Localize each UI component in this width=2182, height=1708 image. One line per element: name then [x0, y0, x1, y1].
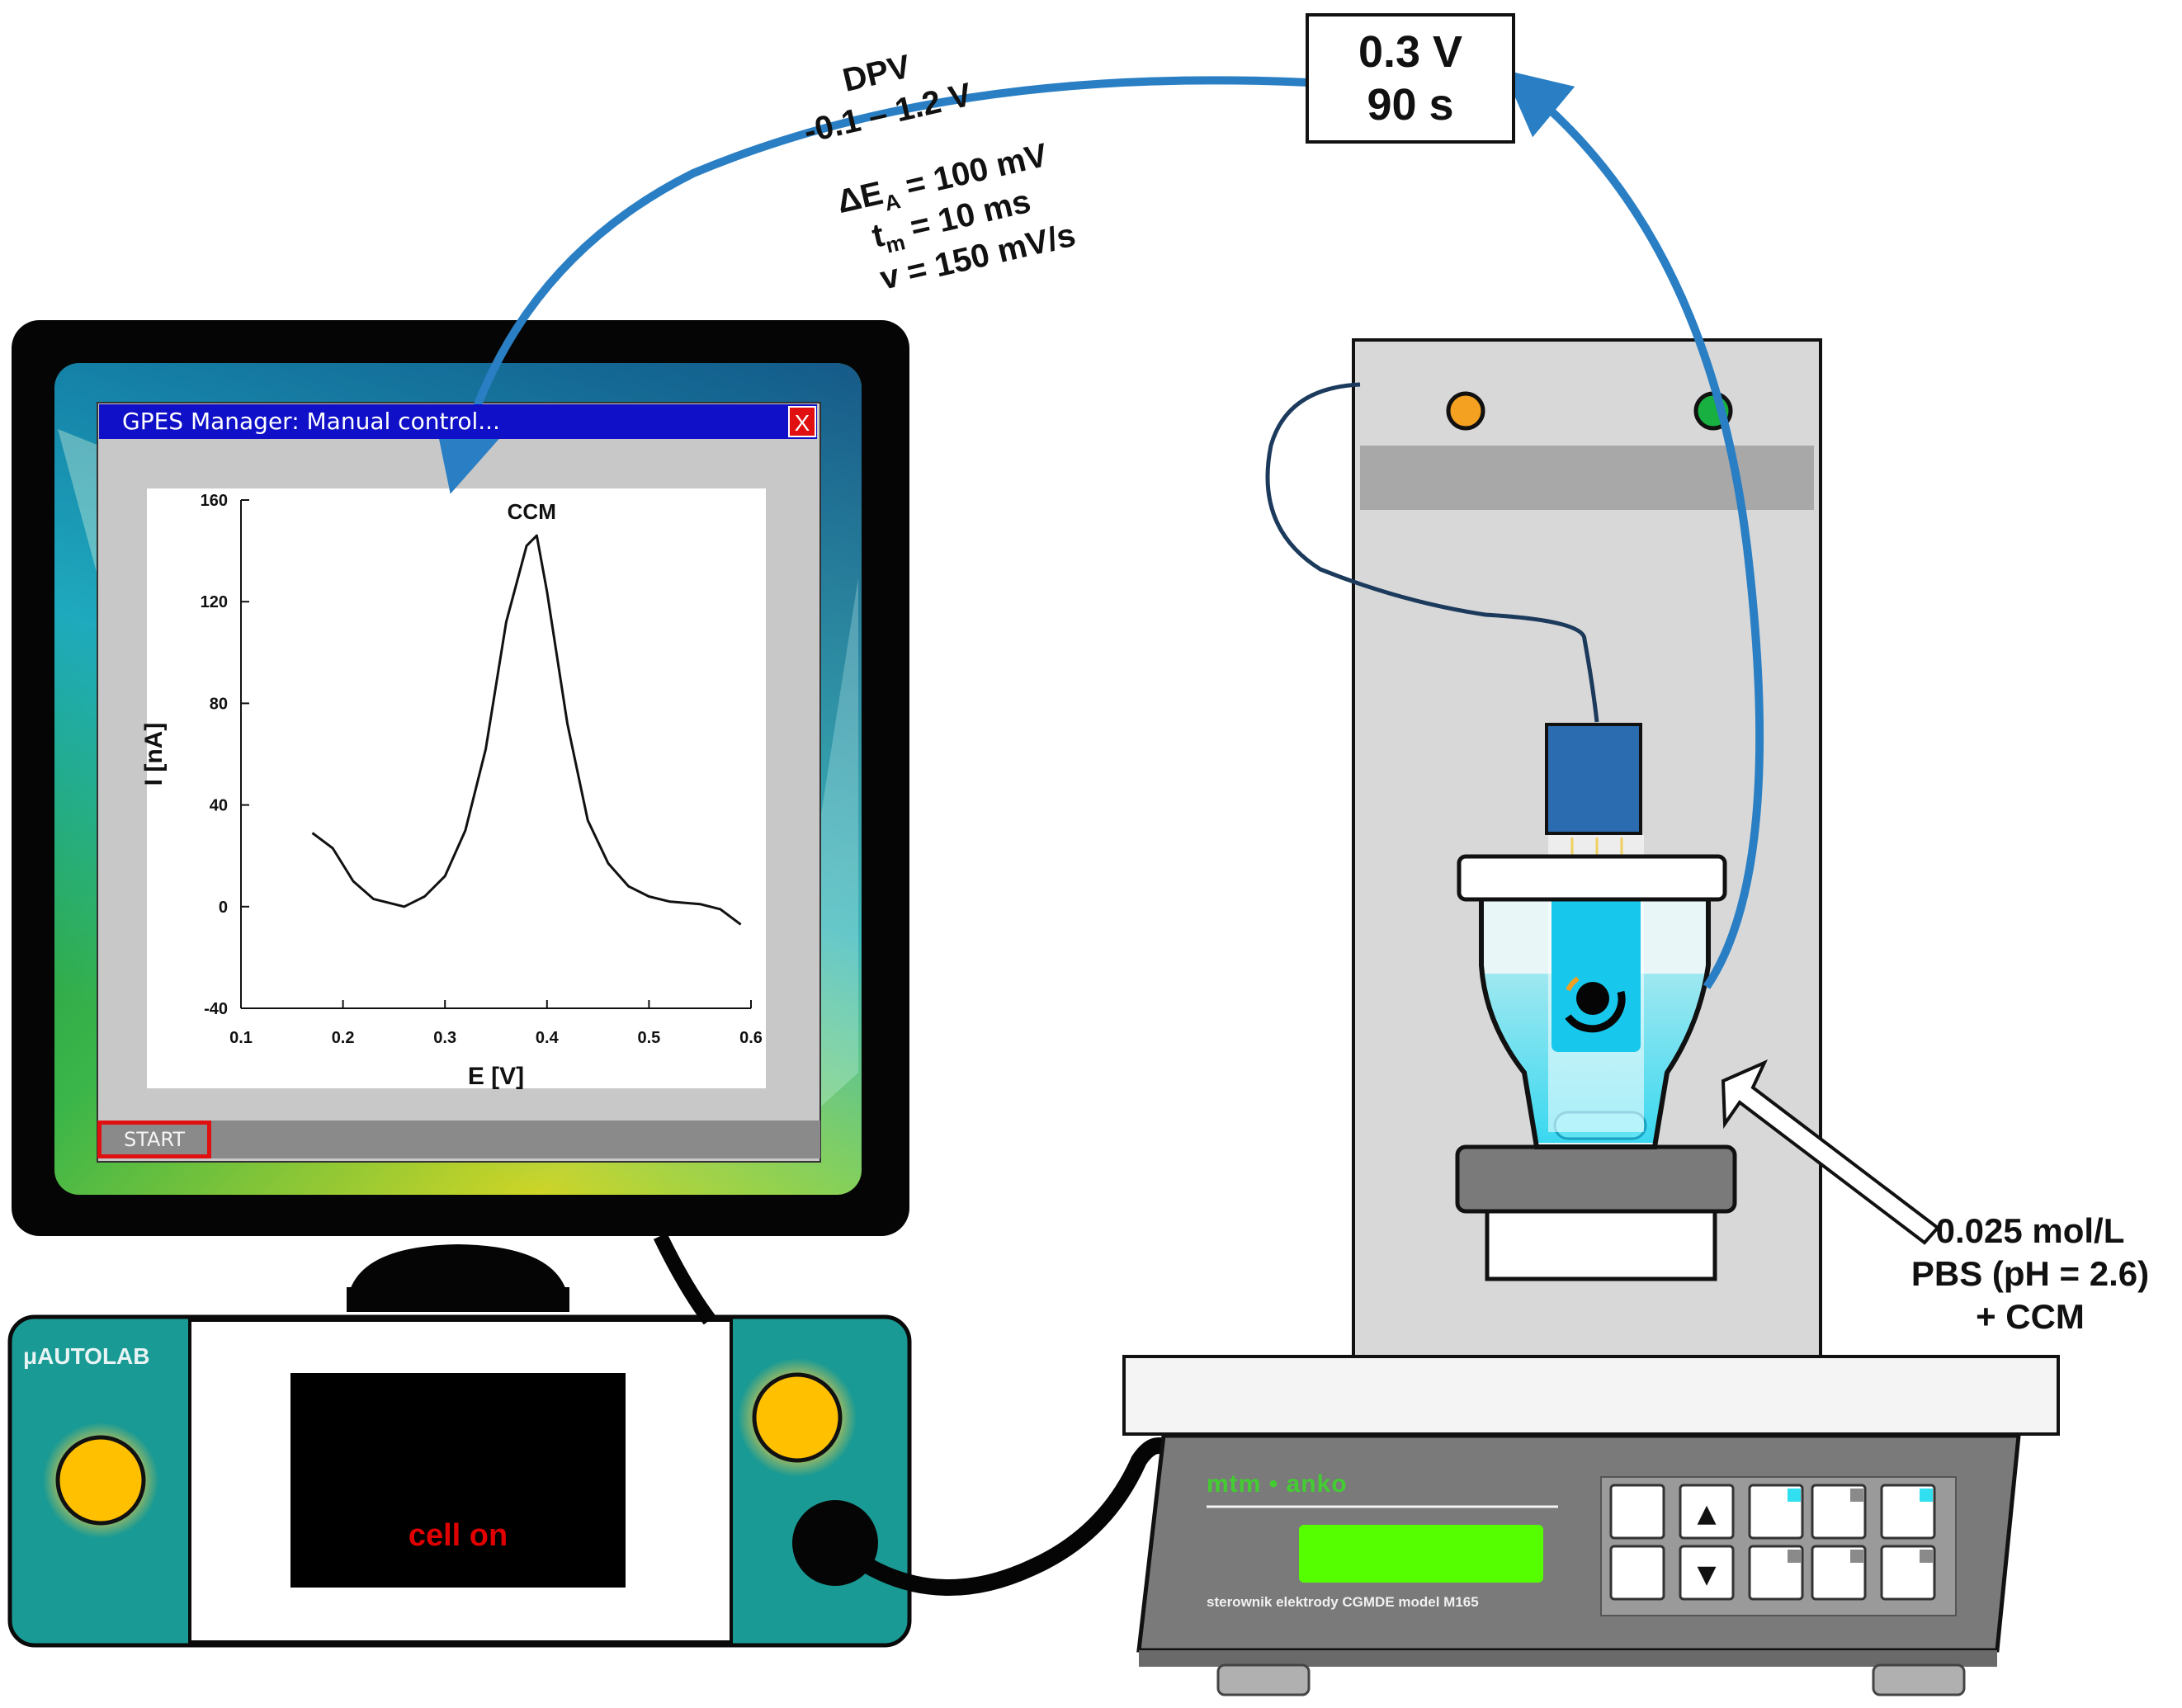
electrochemical-cell [1457, 723, 1727, 1149]
dpv-voltammogram-chart: 0.1 0.2 0.3 0.4 0.5 0.6 -40 0 40 80 120 160 E [V] I [… [140, 492, 763, 1090]
accumulation-box: 0.3 V 90 s [1306, 13, 1515, 144]
y-tick-label: 80 [210, 695, 228, 713]
window-title-bar[interactable]: GPES Manager: Manual control... [99, 404, 817, 439]
y-tick-label: 40 [210, 797, 228, 815]
y-tick-label: -40 [204, 1000, 228, 1018]
x-tick-label: 0.4 [536, 1029, 560, 1047]
start-button[interactable]: START [97, 1121, 211, 1158]
solution-buffer: PBS (pH = 2.6) [1910, 1254, 2150, 1293]
y-axis-label: I [nA] [140, 723, 168, 786]
stand-orange-light [1446, 391, 1485, 431]
controller-lcd [1299, 1525, 1543, 1583]
down-arrow-icon: ▼ [1697, 1560, 1716, 1589]
x-tick-label: 0.5 [637, 1029, 660, 1047]
keypad-corner-indicator [1788, 1489, 1801, 1502]
solution-analyte: + CCM [1976, 1297, 2085, 1336]
y-tick-label: 120 [201, 593, 228, 611]
solution-concentration: 0.025 mol/L [1935, 1211, 2125, 1250]
controller-brand: mtm • anko [1207, 1470, 1348, 1498]
x-tick-label: 0.3 [433, 1029, 456, 1047]
up-arrow-icon: ▲ [1697, 1499, 1716, 1528]
voltammogram-line [311, 534, 742, 926]
arrow-box-to-screen [435, 76, 1310, 494]
accumulation-potential: 0.3 V [1358, 27, 1463, 77]
keypad-button[interactable] [1679, 1545, 1735, 1601]
dpv-parameters: DPV -0.1 – 1.2 V ΔEA = 100 mV tm = 10 ms… [801, 48, 1079, 296]
keypad-corner-indicator [1788, 1550, 1801, 1563]
keypad-button[interactable] [1609, 1545, 1665, 1601]
keypad-corner-indicator [1920, 1550, 1933, 1563]
potentiostat-display [290, 1373, 626, 1588]
solution-label: 0.025 mol/L PBS (pH = 2.6) + CCM [1898, 1210, 2162, 1338]
keypad-corner-indicator [1850, 1489, 1863, 1502]
keypad-button[interactable] [1609, 1484, 1665, 1540]
peak-annotation: CCM [508, 499, 556, 524]
potentiostat-left-knob [55, 1435, 146, 1526]
x-axis-label: E [V] [468, 1063, 524, 1090]
keypad-corner-indicator [1920, 1489, 1933, 1502]
x-tick-label: 0.2 [332, 1029, 355, 1047]
potentiostat-right-knob [752, 1372, 843, 1463]
gpes-window [97, 402, 821, 1163]
y-tick-label: 0 [219, 899, 228, 917]
keypad-corner-indicator [1850, 1550, 1863, 1563]
controller-keypad: ▲▼ [1609, 1484, 1936, 1601]
potentiostat-autolab [7, 1314, 912, 1648]
x-tick-label: 0.1 [229, 1029, 253, 1047]
potentiostat-status: cell on [408, 1518, 508, 1553]
close-button[interactable]: X [788, 406, 816, 437]
y-tick-label: 160 [201, 492, 228, 510]
controller-model: sterownik elektrody CGMDE model M165 [1207, 1594, 1479, 1610]
accumulation-time: 90 s [1367, 80, 1454, 130]
electrode-cable [1265, 382, 1599, 723]
solution-pointer-arrow [1721, 1059, 1940, 1245]
x-tick-label: 0.6 [739, 1029, 763, 1047]
keypad-button[interactable] [1679, 1484, 1735, 1540]
autolab-brand: μAUTOLAB [23, 1343, 150, 1369]
arrow-cell-to-box [1503, 69, 1764, 989]
